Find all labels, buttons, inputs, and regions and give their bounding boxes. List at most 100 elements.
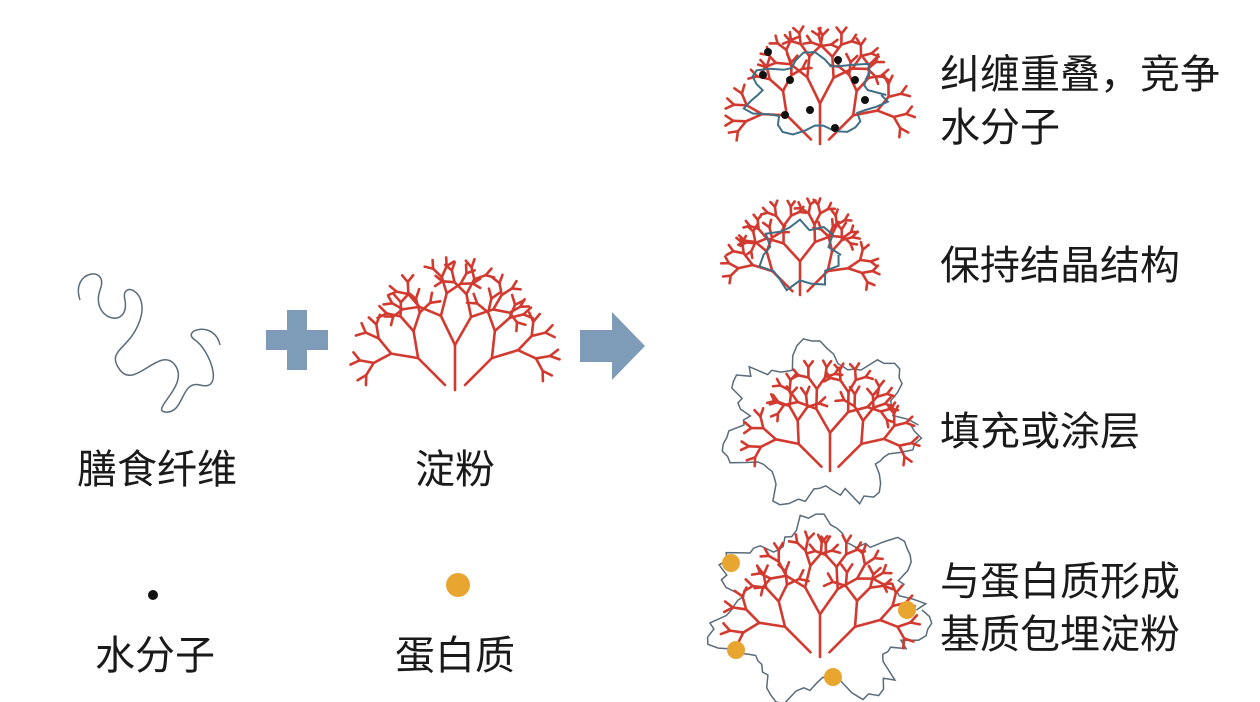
branch-segment [804, 538, 810, 552]
branch-segment [465, 301, 479, 305]
branch-segment [879, 68, 890, 78]
branch-segment [818, 76, 835, 105]
branch-segment [401, 305, 421, 311]
branch-segment [364, 361, 376, 377]
protein-label: 蛋白质 [395, 633, 515, 679]
branch-segment [867, 74, 883, 80]
branch-segment [797, 200, 803, 210]
branch-segment [845, 563, 854, 574]
branch-segment [860, 269, 874, 275]
branch-segment [788, 39, 803, 46]
branch-segment [849, 242, 854, 251]
branch-segment [887, 405, 896, 415]
branch-segment [744, 241, 757, 245]
branch-segment [904, 112, 917, 119]
branch-segment [498, 281, 504, 297]
branch-segment [453, 280, 468, 296]
branch-segment [807, 376, 819, 391]
branch-segment [840, 235, 854, 242]
branch-segment [733, 87, 744, 95]
branch-segment [541, 369, 554, 377]
branch-segment [400, 274, 410, 284]
branch-segment [382, 302, 394, 306]
branch-segment [879, 410, 889, 422]
branch-segment [732, 249, 746, 255]
branch-segment [819, 228, 830, 238]
branch-segment [440, 264, 448, 279]
branch-segment [527, 311, 535, 324]
branch-segment [770, 230, 783, 239]
branch-segment [844, 571, 849, 588]
branch-segment [882, 424, 896, 441]
branch-segment [859, 52, 873, 58]
branch-segment [861, 544, 867, 555]
fiber-outline [742, 51, 890, 136]
branch-segment [853, 385, 861, 396]
branch-segment [500, 287, 514, 297]
branch-segment [804, 393, 809, 409]
branch-segment [835, 552, 848, 569]
branch-segment [796, 405, 809, 422]
branch-segment [721, 274, 733, 278]
branch-segment [808, 543, 817, 553]
branch-segment [736, 120, 748, 133]
branch-segment [851, 54, 863, 70]
branch-segment [486, 311, 497, 333]
effect-2-label: 保持结晶结构 [940, 243, 1180, 289]
branch-segment [510, 279, 518, 290]
branch-segment [743, 584, 754, 593]
branch-segment [414, 297, 422, 314]
branch-segment [789, 210, 801, 218]
branch-segment [877, 379, 886, 388]
branch-segment [723, 255, 731, 265]
branch-segment [789, 200, 796, 208]
branch-segment [443, 263, 454, 272]
branch-segment [826, 572, 835, 584]
effect-4-line1: 与蛋白质形成 [940, 559, 1180, 605]
branch-segment [860, 437, 886, 446]
branch-segment [904, 421, 916, 428]
branch-segment [735, 129, 740, 142]
branch-segment [463, 356, 494, 387]
branch-segment [727, 261, 740, 270]
branch-segment [745, 104, 764, 116]
branch-segment [722, 622, 732, 632]
entanglement-illustration [724, 25, 917, 146]
branch-segment [821, 28, 830, 37]
branch-segment [809, 552, 823, 568]
branch-segment [890, 582, 898, 595]
protein-dot [898, 601, 916, 619]
branch-segment [883, 395, 892, 406]
branch-segment [724, 103, 736, 110]
fiber-label: 膳食纤维 [77, 447, 237, 493]
branch-segment [866, 387, 875, 397]
branch-segment [349, 359, 362, 366]
branch-segment [431, 258, 435, 271]
branch-segment [728, 629, 745, 634]
branch-segment [871, 571, 885, 580]
branch-segment [834, 208, 839, 218]
branch-segment [797, 568, 805, 581]
branch-segment [515, 321, 519, 333]
branch-segment [377, 337, 393, 355]
branch-segment [747, 444, 763, 449]
branch-segment [813, 549, 828, 557]
branch-segment [389, 352, 420, 360]
branch-segment [729, 266, 740, 277]
branch-segment [784, 569, 789, 586]
branch-segment [530, 320, 535, 338]
branch-segment [742, 426, 753, 435]
branch-segment [754, 240, 768, 253]
branch-segment [860, 271, 869, 284]
branch-segment [358, 359, 376, 365]
branch-segment [515, 321, 527, 327]
branch-segment [825, 359, 833, 369]
branch-segment [788, 378, 792, 392]
branch-segment [785, 53, 793, 64]
branch-segment [751, 584, 768, 590]
branch-segment [838, 362, 845, 372]
branch-segment [902, 637, 915, 643]
branch-segment [844, 548, 859, 556]
branch-segment [788, 392, 793, 408]
